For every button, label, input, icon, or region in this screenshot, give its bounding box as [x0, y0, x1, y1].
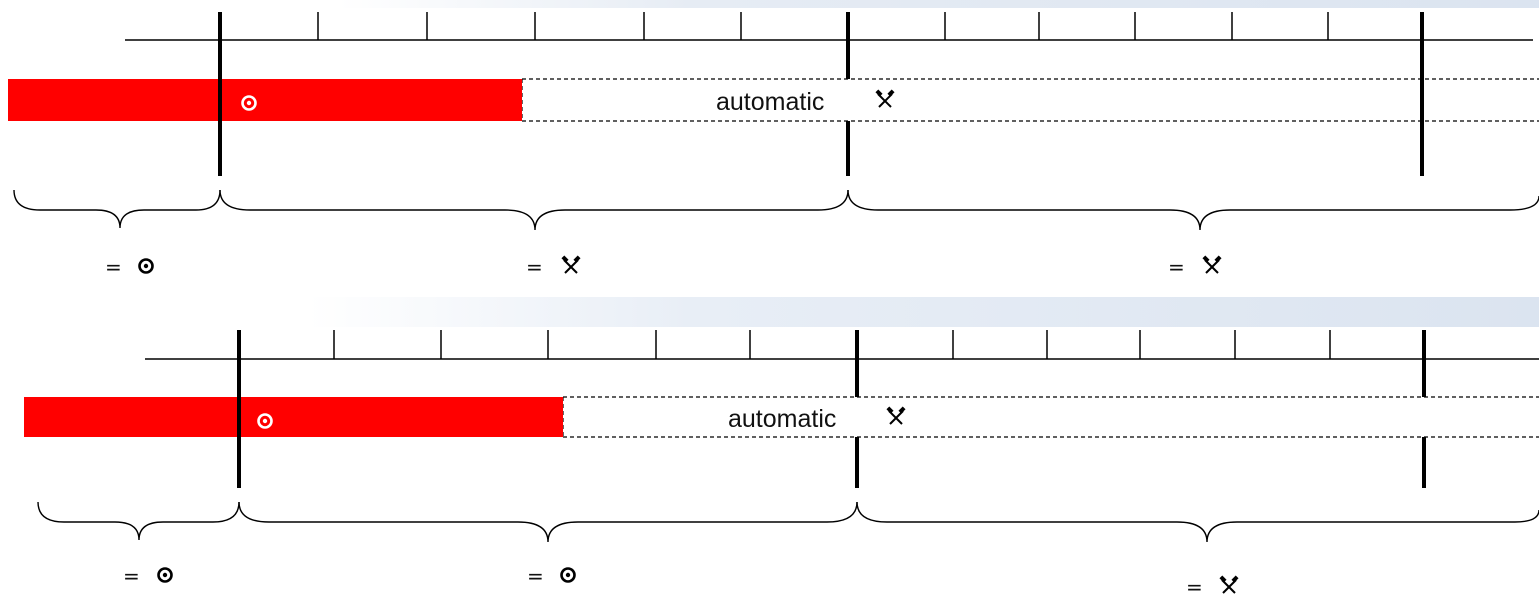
target-icon — [560, 567, 576, 583]
legend-bottom: = = = — [123, 564, 1240, 599]
automatic-region — [562, 396, 1539, 438]
target-icon — [157, 567, 173, 583]
equals-sign: = — [1168, 255, 1185, 279]
manual-bar — [8, 79, 522, 121]
brace-3 — [847, 189, 1539, 231]
equals-sign: = — [105, 255, 122, 279]
equals-sign: = — [123, 564, 140, 588]
header-gradient-band — [0, 0, 1539, 8]
brace-3 — [856, 501, 1539, 543]
minor-ticks — [333, 330, 1331, 359]
brace-2 — [219, 189, 849, 231]
brace-2 — [238, 501, 858, 543]
hammer-icon — [560, 254, 582, 274]
braces — [37, 501, 1539, 543]
bar-label-automatic: automatic — [728, 405, 836, 433]
bar-label-automatic: automatic — [716, 88, 824, 116]
brace-1 — [37, 501, 240, 541]
equals-sign: = — [527, 564, 544, 588]
manual-bar — [24, 397, 563, 437]
hammer-icon — [874, 88, 896, 108]
equals-sign: = — [1186, 575, 1203, 599]
brace-1 — [13, 189, 221, 229]
panel-top: automatic = = = — [8, 12, 1539, 279]
braces — [13, 189, 1539, 231]
panel-bottom: automatic = = = — [24, 330, 1539, 599]
hammer-icon — [1201, 254, 1223, 274]
legend-top: = = = — [105, 254, 1223, 279]
major-ticks — [218, 12, 1424, 176]
hammer-icon — [885, 405, 907, 425]
automatic-region — [521, 78, 1539, 122]
target-icon — [138, 258, 154, 274]
major-ticks — [237, 330, 1426, 488]
separator-gradient-band — [0, 297, 1539, 327]
hammer-icon — [1218, 574, 1240, 594]
equals-sign: = — [526, 255, 543, 279]
minor-ticks — [317, 12, 1329, 40]
